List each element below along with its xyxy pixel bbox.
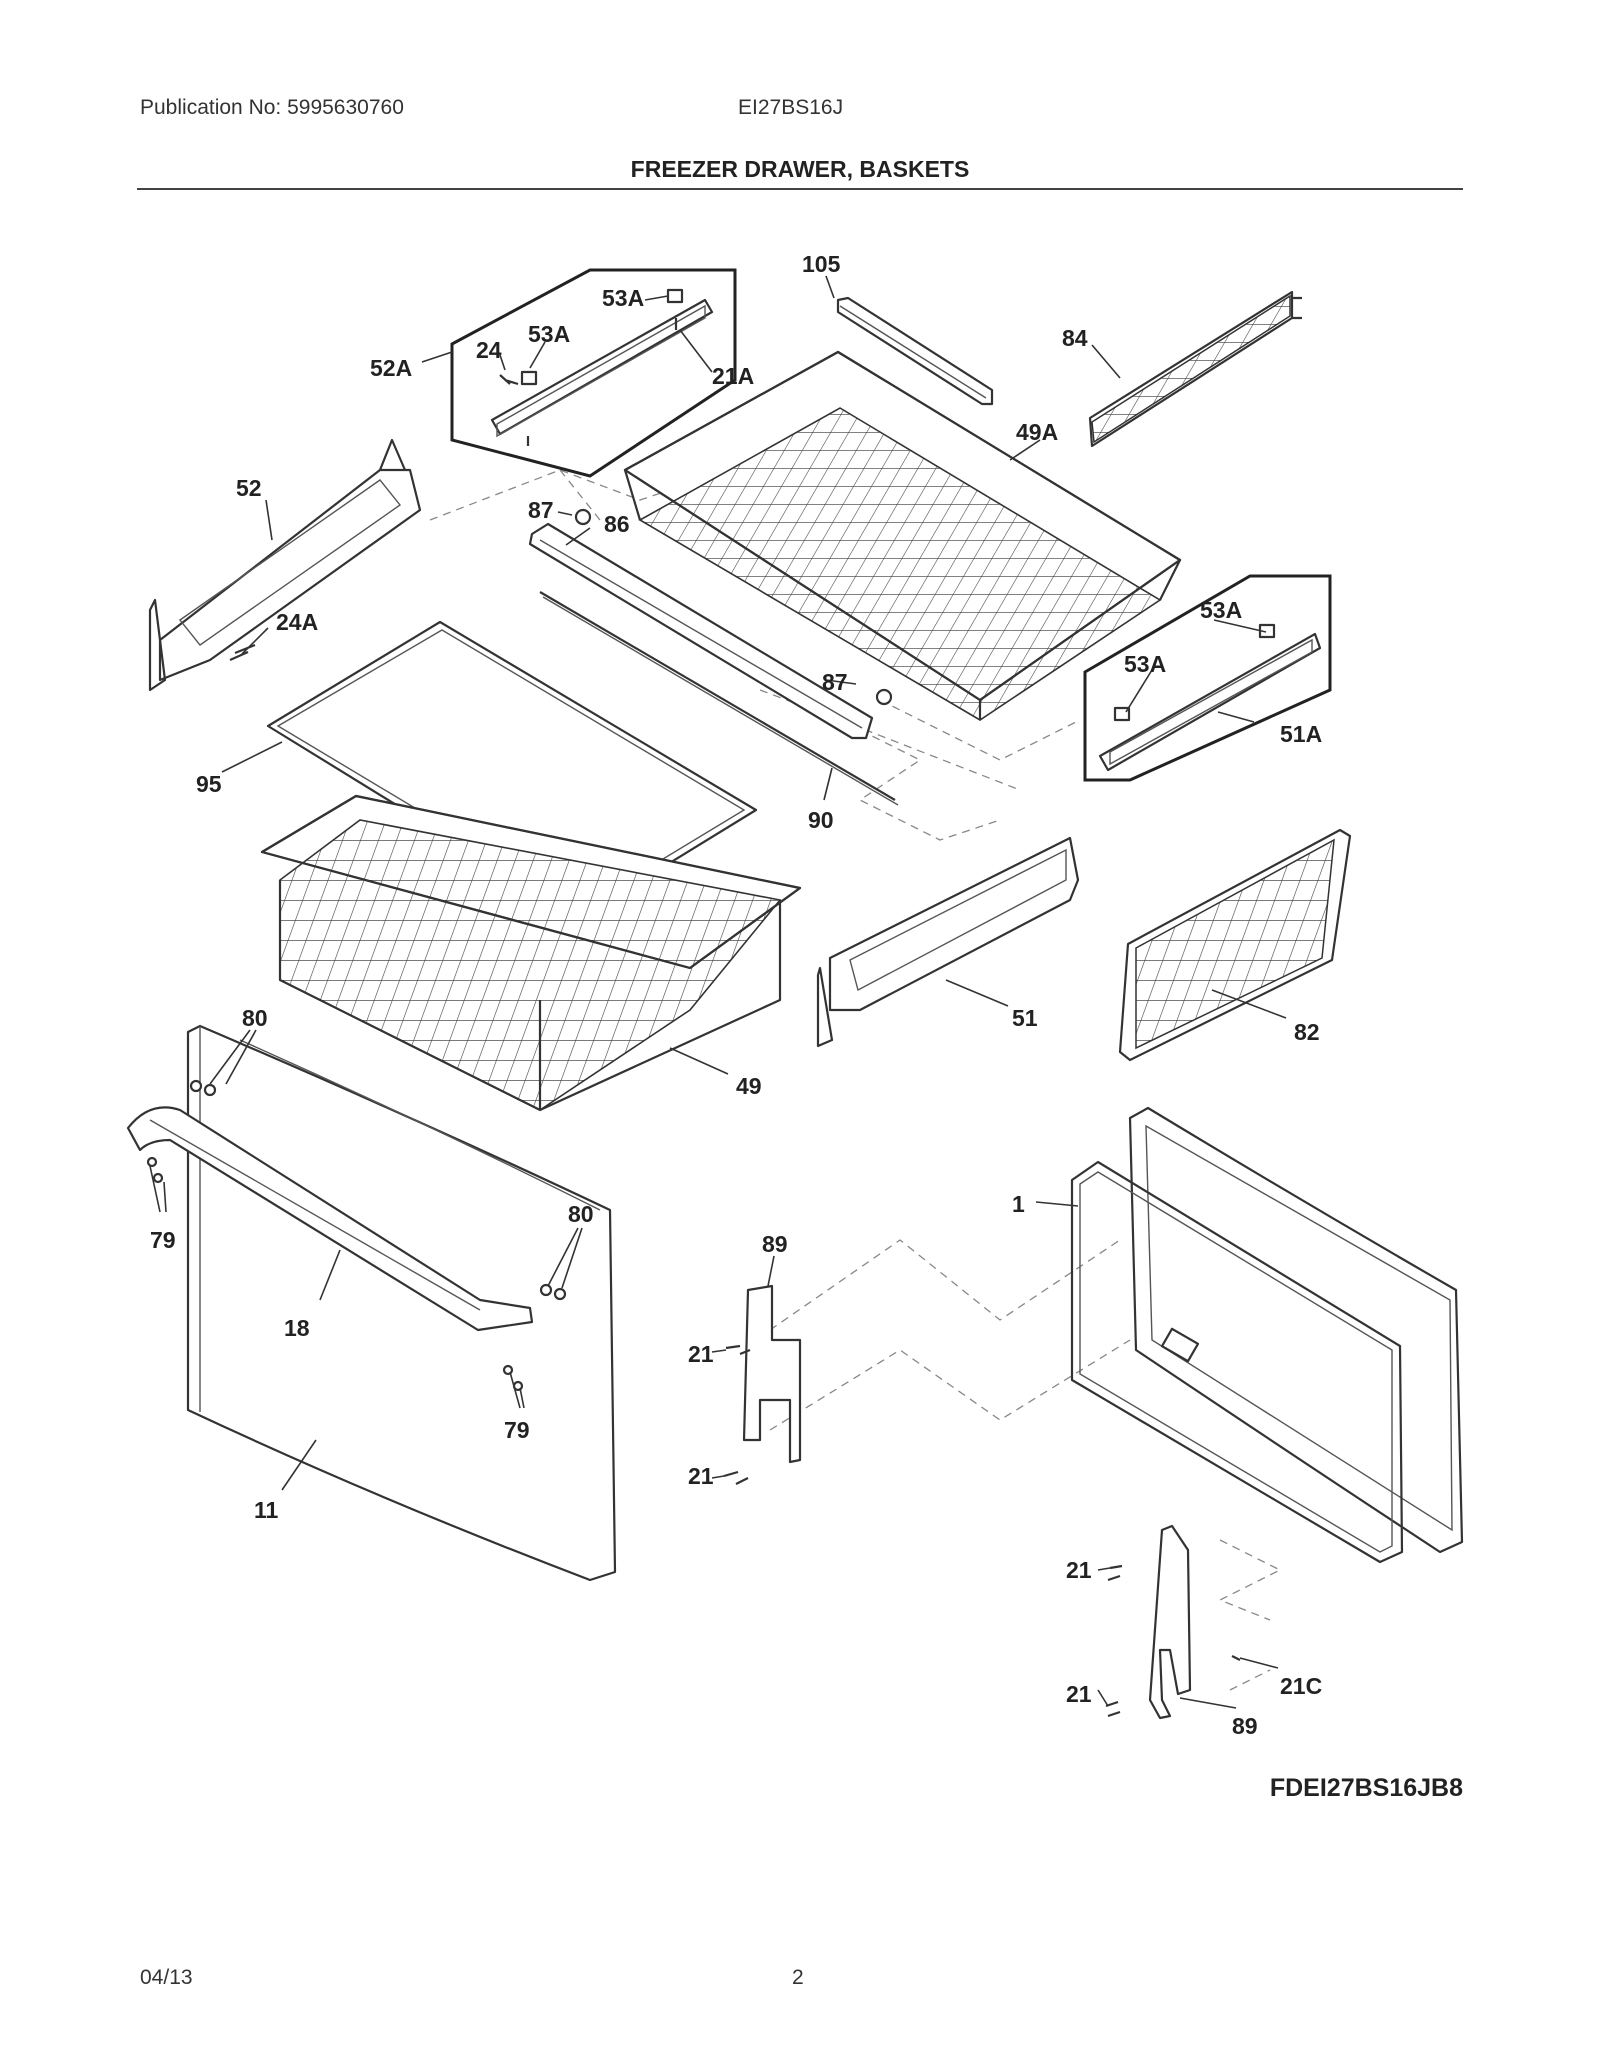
callout-53a-upper-right: 53A xyxy=(602,285,644,311)
door-gasket-1 xyxy=(1070,1160,1404,1564)
callout-21a: 21A xyxy=(712,363,754,389)
callout-86: 86 xyxy=(604,511,630,537)
callout-87-upper: 87 xyxy=(528,497,554,523)
callout-53a-upper-left: 53A xyxy=(528,321,570,347)
callout-24a: 24A xyxy=(276,609,318,635)
leader-lines xyxy=(149,275,1287,1709)
callout-52a: 52A xyxy=(370,355,412,381)
front-bar-86 xyxy=(528,508,893,740)
callout-49: 49 xyxy=(736,1073,762,1099)
callout-53a-right-lower: 53A xyxy=(1124,651,1166,677)
callout-21-lower-right-bottom: 21 xyxy=(1066,1681,1092,1707)
callout-21-lower-right-top: 21 xyxy=(1066,1557,1092,1583)
callout-49a: 49A xyxy=(1016,419,1058,445)
wire-shelf-84 xyxy=(1088,290,1302,448)
figure-code: FDEI27BS16JB8 xyxy=(1269,1774,1463,1802)
callout-105: 105 xyxy=(802,251,841,277)
page-number: 2 xyxy=(792,1966,804,1989)
footer-date: 04/13 xyxy=(140,1966,193,1989)
callout-21-upper: 21 xyxy=(688,1341,714,1367)
callout-84: 84 xyxy=(1062,325,1088,351)
drawer-front-11 xyxy=(186,1024,617,1582)
callout-11: 11 xyxy=(254,1497,279,1523)
callout-80-left: 80 xyxy=(242,1005,268,1031)
callout-53a-right-upper: 53A xyxy=(1200,597,1242,623)
basket-divider-82 xyxy=(1118,828,1352,1062)
callout-51a: 51A xyxy=(1280,721,1322,747)
callout-labels: 105 53A 24 53A 52A 21A 84 49A 52 87 86 2… xyxy=(150,251,1322,1739)
title-rule xyxy=(137,188,1463,190)
drawer-frame xyxy=(1128,1106,1464,1554)
callout-18: 18 xyxy=(284,1315,310,1341)
callout-95: 95 xyxy=(196,771,222,797)
callout-87-lower: 87 xyxy=(822,669,848,695)
rod-90 xyxy=(539,591,899,806)
callout-52: 52 xyxy=(236,475,262,501)
slide-rail-assembly-51a-box xyxy=(1083,574,1332,782)
callout-82: 82 xyxy=(1294,1019,1320,1045)
callout-24: 24 xyxy=(476,337,502,363)
callout-89-lower: 89 xyxy=(1232,1713,1258,1739)
callout-79-left: 79 xyxy=(150,1227,176,1253)
callout-79-right: 79 xyxy=(504,1417,530,1443)
page-title: FREEZER DRAWER, BASKETS xyxy=(630,156,970,182)
lower-wire-basket-49 xyxy=(260,794,802,1112)
callout-90: 90 xyxy=(808,807,834,833)
fasteners xyxy=(229,374,511,662)
callout-89-upper: 89 xyxy=(762,1231,788,1257)
slide-rail-51 xyxy=(816,836,1080,1048)
callout-51: 51 xyxy=(1012,1005,1038,1031)
bracket-89-lower xyxy=(1105,1524,1241,1720)
model-number: EI27BS16J xyxy=(738,96,844,119)
upper-wire-basket-49a xyxy=(623,350,1182,721)
callout-21c: 21C xyxy=(1280,1673,1322,1699)
publication-number: Publication No: 5995630760 xyxy=(140,96,404,119)
callout-1: 1 xyxy=(1012,1191,1025,1217)
bracket-89-upper xyxy=(723,1284,802,1485)
callout-80-right: 80 xyxy=(568,1201,594,1227)
slide-rail-52 xyxy=(148,438,422,692)
callout-21-middle: 21 xyxy=(688,1463,714,1489)
rail-105 xyxy=(836,296,994,406)
